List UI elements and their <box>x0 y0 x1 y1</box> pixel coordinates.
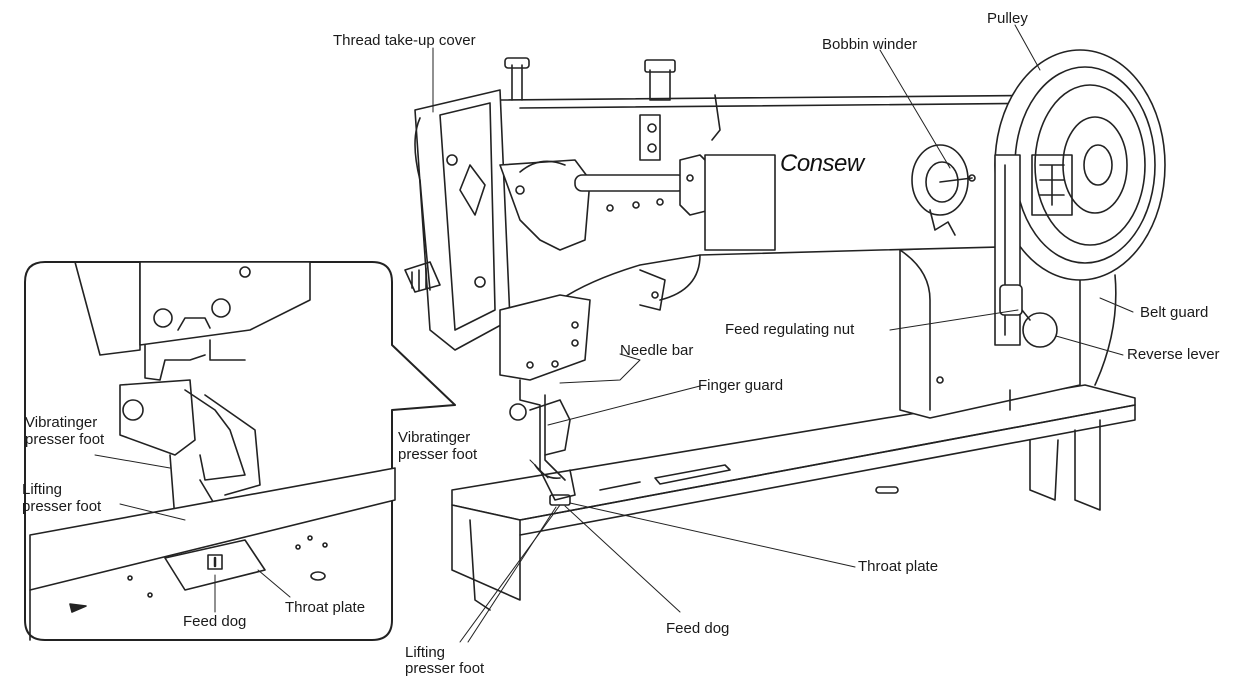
label-lifting-presser-foot-line1: Lifting <box>405 644 446 661</box>
label-feed-regulating-nut: Feed regulating nut <box>725 321 855 338</box>
label-finger-guard: Finger guard <box>698 377 784 394</box>
inset-leader-lines <box>94 454 291 613</box>
stitch-regulator <box>994 154 1073 348</box>
label-belt-guard: Belt guard <box>1140 304 1209 321</box>
inset-label-throat-plate: Throat plate <box>285 599 366 616</box>
lower-head <box>499 269 666 381</box>
label-needle-bar: Needle bar <box>620 342 694 359</box>
label-feed-dog: Feed dog <box>666 620 730 637</box>
inset-artwork <box>29 261 396 641</box>
inset-label-vibrating-presser-foot-line2: presser foot <box>25 431 105 448</box>
inset-label-lifting-presser-foot-line1: Lifting <box>22 481 63 498</box>
label-vibrating-presser-foot-line2: presser foot <box>398 446 478 463</box>
label-bobbin-winder: Bobbin winder <box>822 36 918 53</box>
bobbin-winder <box>911 144 976 236</box>
label-reverse-lever: Reverse lever <box>1127 346 1220 363</box>
inset-label-vibrating-presser-foot-line1: Vibratinger <box>25 414 98 431</box>
label-vibrating-presser-foot-line1: Vibratinger <box>398 429 471 446</box>
brand-logo: Consew <box>780 150 864 177</box>
leader-lines <box>432 24 1134 643</box>
label-throat-plate: Throat plate <box>858 558 939 575</box>
label-pulley: Pulley <box>987 10 1028 27</box>
label-lifting-presser-foot-line2: presser foot <box>405 660 485 677</box>
inset-label-feed-dog: Feed dog <box>183 613 247 630</box>
thread-stand <box>504 57 721 161</box>
machine-table <box>451 384 1136 611</box>
label-thread-takeup-cover: Thread take-up cover <box>333 32 476 49</box>
inset-label-lifting-presser-foot-line2: presser foot <box>22 498 102 515</box>
machine-head <box>404 89 511 351</box>
needle-bar-housing <box>499 154 776 251</box>
